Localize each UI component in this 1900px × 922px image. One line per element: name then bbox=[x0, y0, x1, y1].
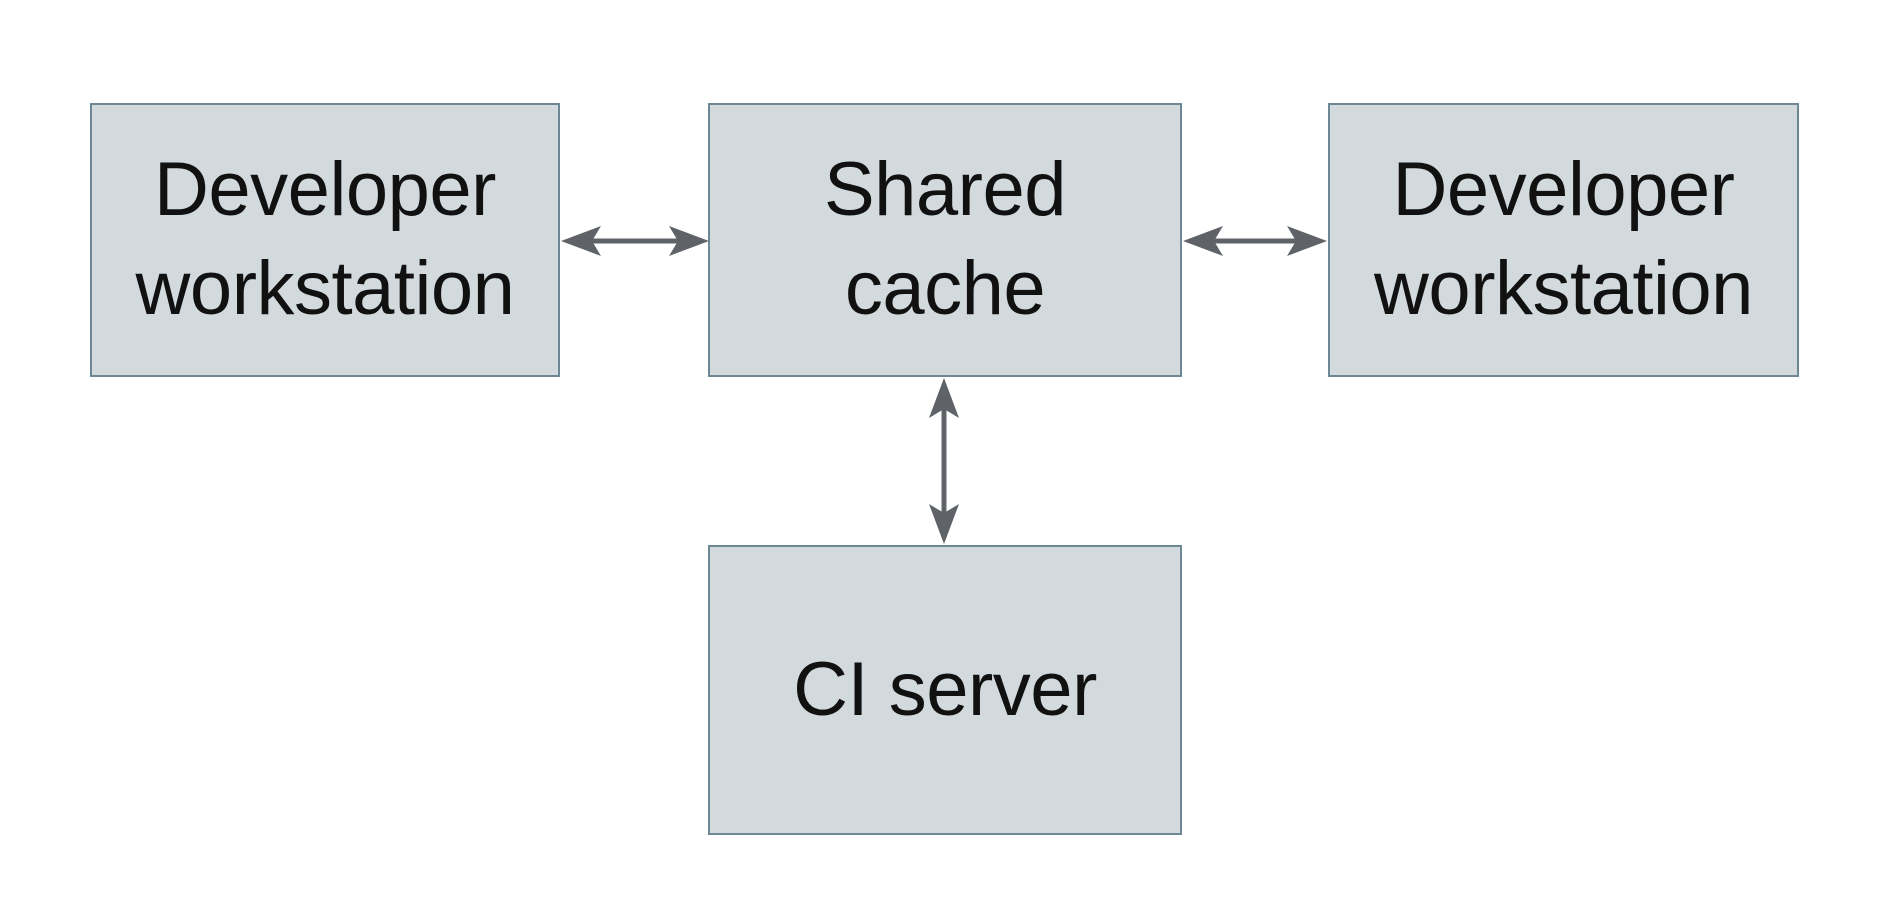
double-arrow-left-icon bbox=[561, 226, 709, 256]
node-label: Shared cache bbox=[823, 147, 1067, 331]
node-ci-server: CI server bbox=[708, 545, 1182, 835]
double-arrow-right-icon bbox=[1183, 226, 1327, 256]
node-label: Developer workstation bbox=[135, 147, 515, 331]
node-developer-workstation-right: Developer workstation bbox=[1328, 103, 1799, 377]
node-label: CI server bbox=[793, 646, 1097, 732]
node-shared-cache: Shared cache bbox=[708, 103, 1182, 377]
node-label: Developer workstation bbox=[1374, 147, 1753, 331]
node-developer-workstation-left: Developer workstation bbox=[90, 103, 560, 377]
double-arrow-vertical-icon bbox=[929, 378, 959, 544]
